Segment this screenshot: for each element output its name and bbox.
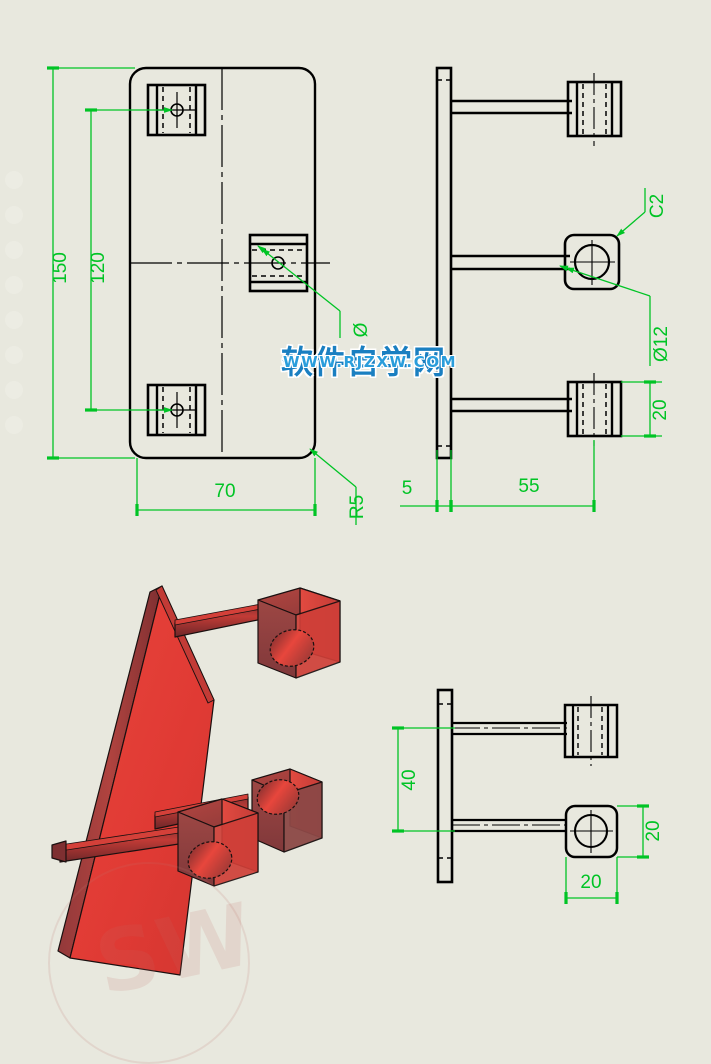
side-top-plate-hidden — [437, 79, 451, 447]
side-bottom-plate — [436, 688, 454, 884]
iso-rod-stub — [51, 840, 67, 863]
dim-5-label: 5 — [402, 478, 413, 499]
side-top-plate — [435, 66, 453, 460]
iso-block-lower-hole — [187, 841, 233, 879]
dim-r5-leader — [309, 448, 357, 525]
dim-55-geometry — [449, 440, 596, 512]
dim-r5-label: R5 — [347, 495, 368, 519]
dim-40-geometry — [392, 726, 455, 833]
dim-20-bottom-horizontal-label: 20 — [580, 872, 601, 893]
dim-dia-center-leader — [257, 245, 341, 338]
isometric-model — [51, 585, 341, 976]
dim-20-bottom-horizontal — [564, 857, 619, 904]
dim-70-geometry — [135, 458, 317, 516]
dim-d12-leader — [559, 265, 651, 366]
dim-d12-label: Ø12 — [651, 326, 672, 362]
dim-120-geometry — [85, 107, 173, 413]
dim-20-bottom-vertical-label: 20 — [643, 820, 664, 841]
iso-plate-chamfer — [155, 585, 215, 704]
dimension-layer: 150 120 70 R5 Ø C2 Ø12 20 5 55 40 20 20 — [47, 66, 672, 904]
dim-55-label: 55 — [518, 476, 539, 497]
dim-20-bottom-vertical — [617, 804, 649, 859]
iso-arm-lower — [59, 798, 259, 887]
dim-5-geometry — [400, 450, 453, 512]
iso-block-middle-hole — [256, 779, 300, 815]
part-outline-layer — [128, 66, 623, 884]
dim-150-geometry — [47, 66, 135, 460]
dim-40-label: 40 — [399, 769, 420, 790]
dim-150-label: 150 — [50, 252, 71, 284]
paper-edge-decor — [0, 0, 711, 1019]
iso-block-upper-hole — [269, 629, 315, 667]
dim-20-right-geometry — [621, 380, 662, 438]
dim-20-right-label: 20 — [650, 399, 671, 420]
dim-120-label: 120 — [88, 252, 109, 284]
iso-arm-upper — [174, 587, 341, 679]
dim-c2-leader — [616, 188, 646, 237]
side-top-circle-centre — [570, 240, 615, 285]
dim-70-label: 70 — [214, 481, 235, 502]
dim-c2-label: C2 — [647, 194, 668, 218]
dim-dia-center-label: Ø — [351, 322, 372, 337]
